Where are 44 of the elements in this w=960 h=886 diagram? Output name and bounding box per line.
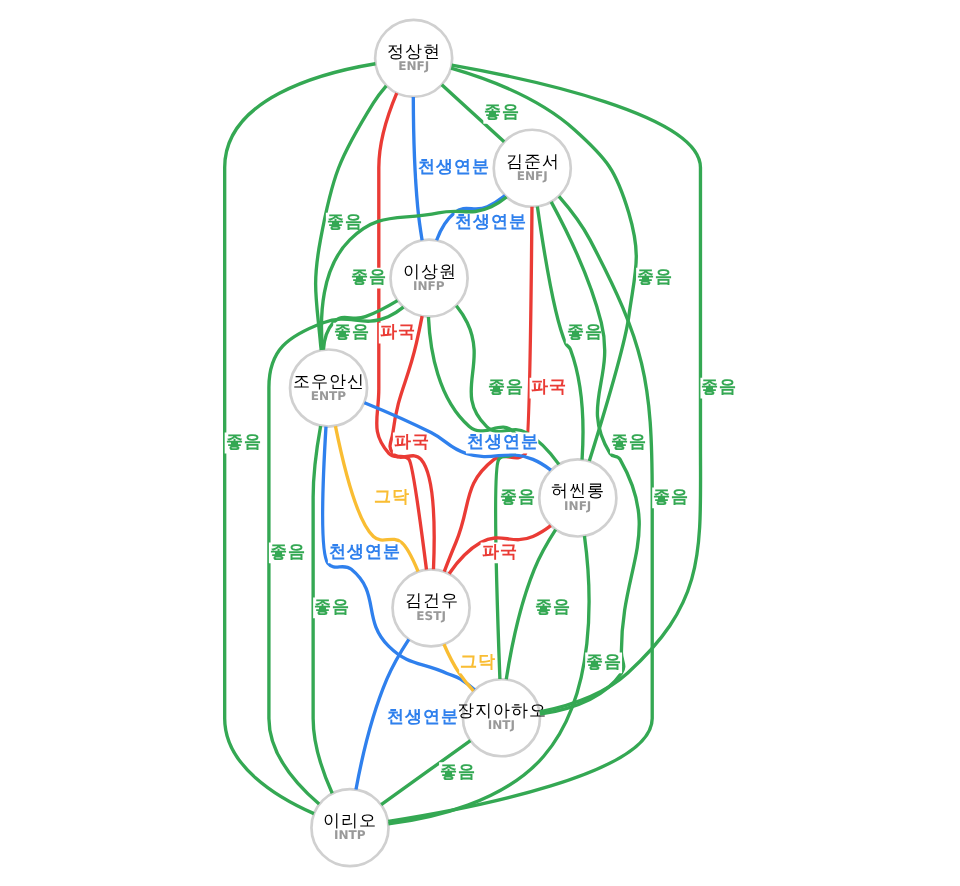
edge-label: 좋음 (585, 652, 622, 673)
connector (503, 528, 557, 680)
edge-label: 좋음 (268, 542, 305, 563)
edge-label: 파국 (480, 542, 517, 563)
edge-label: 그닥 (373, 487, 410, 508)
edge-label: 천생연분 (417, 158, 490, 179)
connector (434, 194, 506, 241)
edge-label: 좋음 (350, 268, 386, 289)
edge-label: 좋음 (636, 268, 673, 289)
connector (362, 401, 551, 472)
edge-label: 천생연분 (386, 707, 459, 728)
connector (320, 426, 475, 692)
edge-label: 좋음 (333, 322, 370, 343)
edge-label: 파국 (392, 432, 429, 453)
connector (534, 206, 584, 460)
connector (353, 638, 410, 790)
edge-label: 좋음 (534, 597, 571, 618)
connector (446, 524, 551, 575)
connector (332, 425, 419, 573)
edge-label: 파국 (529, 377, 566, 398)
edge-label: 천생연분 (454, 213, 527, 234)
connector (318, 195, 507, 350)
connector (441, 643, 474, 693)
edge-label: 좋음 (565, 322, 602, 343)
edge-label: 좋음 (325, 213, 362, 234)
edge-label: 파국 (378, 322, 415, 343)
edge-label: 좋음 (439, 762, 476, 783)
connector (310, 425, 333, 794)
edge-label: 좋음 (652, 487, 689, 508)
edge-label: 좋음 (486, 377, 523, 398)
edge-label: 천생연분 (465, 432, 538, 453)
connector (439, 83, 505, 144)
edge-label: 좋음 (610, 432, 646, 453)
connector (379, 739, 471, 806)
connector (454, 304, 560, 466)
edge-label: 그닥 (459, 652, 496, 673)
edge-label: 좋음 (224, 432, 261, 453)
edge-label: 좋음 (483, 103, 520, 124)
edge-label: 천생연분 (327, 542, 400, 563)
edge-label: 좋음 (498, 487, 535, 508)
connector (410, 97, 423, 241)
connector (320, 299, 398, 350)
edge-label: 좋음 (313, 597, 350, 618)
edge-label: 좋음 (700, 377, 737, 398)
